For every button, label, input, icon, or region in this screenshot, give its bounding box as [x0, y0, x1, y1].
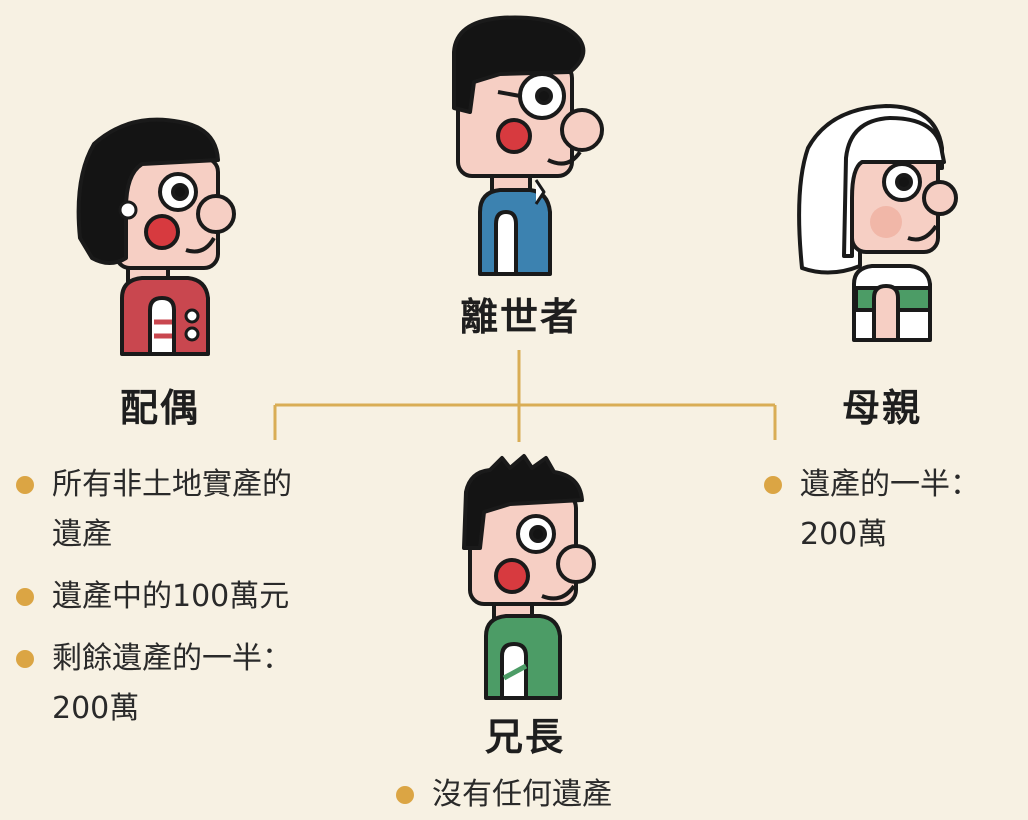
- deceased-person-icon: [452, 15, 604, 276]
- brother-person-icon: [462, 454, 596, 700]
- spouse-note-line: 遺產: [52, 517, 112, 552]
- deceased-name: 離世者: [459, 295, 580, 339]
- spouse-person-icon: [76, 117, 236, 356]
- spouse-note-item: 剩餘遺產的一半： 200萬: [16, 634, 396, 734]
- spouse-note-line: 遺產中的100萬元: [52, 579, 290, 614]
- spouse-note-item: 遺產中的100萬元: [16, 572, 396, 622]
- spouse-notes: 所有非土地實產的 遺產 遺產中的100萬元 剩餘遺產的一半： 200萬: [16, 460, 396, 734]
- bullet-dot: [16, 588, 34, 606]
- mother-person-icon: [797, 104, 958, 342]
- brother-note-line: 沒有任何遺產: [432, 777, 612, 812]
- mother-note-item: 遺產的一半： 200萬: [764, 460, 1024, 560]
- bullet-dot: [16, 476, 34, 494]
- brother-notes: 沒有任何遺產: [396, 770, 726, 820]
- mother-note-line: 200萬: [800, 517, 888, 552]
- spouse-note-line: 200萬: [52, 691, 140, 726]
- brother-name: 兄長: [484, 715, 565, 759]
- bullet-dot: [16, 650, 34, 668]
- spouse-name: 配偶: [119, 386, 200, 430]
- bullet-dot: [764, 476, 782, 494]
- spouse-note-line: 剩餘遺產的一半：: [52, 641, 292, 676]
- bullet-dot: [396, 786, 414, 804]
- spouse-note-line: 所有非土地實產的: [52, 467, 292, 502]
- mother-name: 母親: [841, 386, 922, 430]
- mother-notes: 遺產的一半： 200萬: [764, 460, 1024, 560]
- brother-note-item: 沒有任何遺產: [396, 770, 726, 820]
- mother-note-line: 遺產的一半：: [800, 467, 980, 502]
- spouse-note-item: 所有非土地實產的 遺產: [16, 460, 396, 560]
